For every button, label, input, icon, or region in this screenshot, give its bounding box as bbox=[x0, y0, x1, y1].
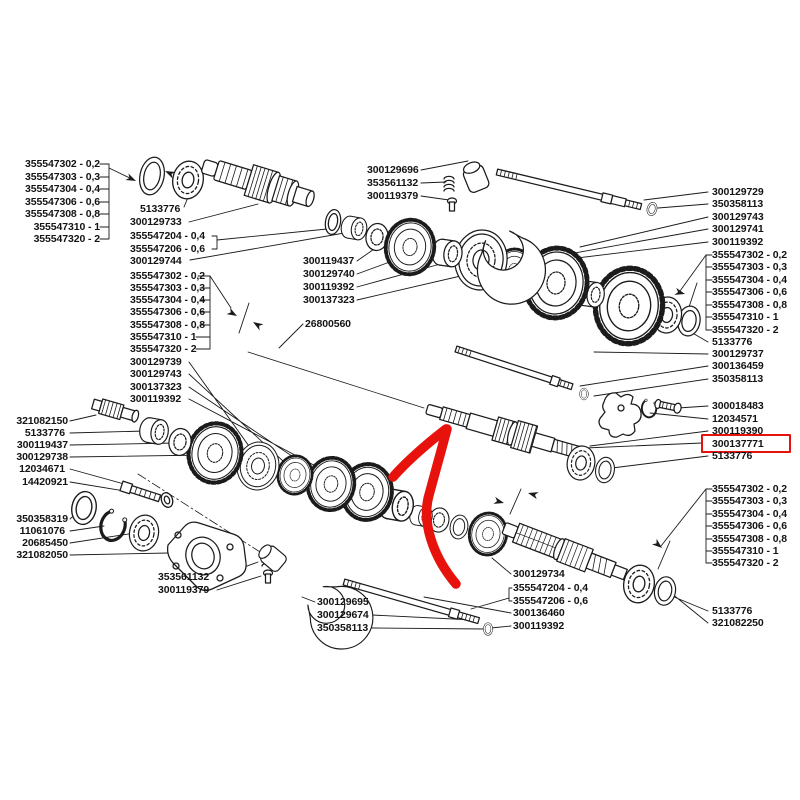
selector-rod bbox=[454, 345, 574, 391]
ball-bearing bbox=[125, 512, 163, 554]
o-ring bbox=[579, 387, 589, 401]
shift-rail bbox=[342, 578, 481, 625]
pinion-shaft bbox=[90, 398, 140, 423]
output-shaft-assembly bbox=[501, 522, 679, 608]
retaining-clip bbox=[640, 398, 658, 419]
red-arrow-stem bbox=[421, 424, 461, 589]
detent-spring bbox=[443, 175, 455, 192]
detent-plug bbox=[262, 569, 274, 584]
countershaft-train bbox=[90, 398, 512, 560]
bearing-housing bbox=[167, 521, 247, 592]
shim-ring bbox=[593, 455, 617, 485]
bushing bbox=[338, 214, 370, 242]
flange-bolt bbox=[119, 480, 162, 503]
output-shaft bbox=[501, 522, 628, 581]
rail-ring bbox=[483, 622, 493, 636]
detent-plug bbox=[446, 197, 458, 212]
shim-ring bbox=[138, 156, 166, 196]
red-highlight bbox=[388, 424, 791, 589]
cam-bolt bbox=[654, 398, 682, 414]
leader-lines bbox=[69, 160, 713, 630]
selector-rod-assembly bbox=[454, 345, 682, 438]
shift-fork-assembly-top bbox=[436, 150, 659, 316]
bolt-washer bbox=[160, 492, 174, 508]
gear-3rd bbox=[591, 264, 668, 348]
input-shaft-assembly bbox=[138, 156, 391, 253]
gear-4th bbox=[380, 214, 440, 280]
input-shaft bbox=[201, 159, 315, 208]
shim-ring bbox=[651, 574, 679, 608]
shift-fork bbox=[239, 525, 387, 663]
seal-ring bbox=[68, 488, 100, 528]
shift-rail bbox=[495, 168, 643, 211]
bearing bbox=[169, 158, 207, 202]
housing-assembly bbox=[68, 480, 247, 592]
washer bbox=[447, 513, 471, 541]
highlight-box bbox=[701, 434, 791, 453]
rail-ring bbox=[645, 200, 659, 218]
selector-cam-plate bbox=[598, 392, 642, 438]
bearing-cage bbox=[137, 415, 171, 447]
main-shaft-assembly bbox=[425, 404, 617, 485]
cam-hole bbox=[617, 404, 625, 412]
thrust-washer bbox=[324, 208, 342, 236]
shift-fork-assembly-bottom bbox=[239, 525, 493, 663]
red-arrow-barb bbox=[388, 424, 451, 482]
